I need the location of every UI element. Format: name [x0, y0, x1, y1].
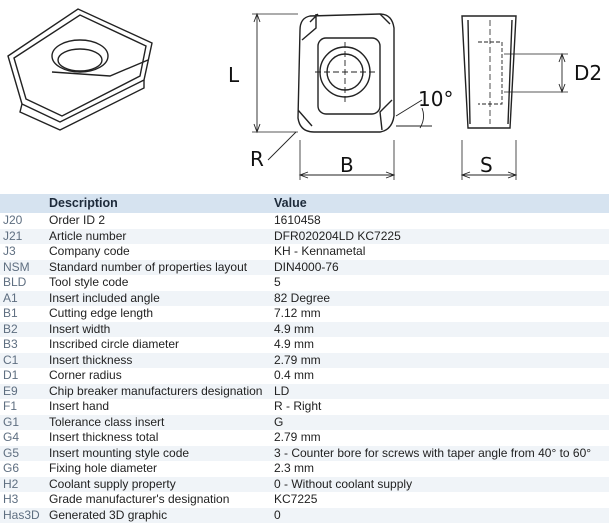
row-description: Article number — [49, 228, 274, 244]
row-value: 0 — [274, 507, 609, 523]
row-value: 7.12 mm — [274, 306, 609, 322]
row-description: Insert mounting style code — [49, 445, 274, 461]
row-description: Fixing hole diameter — [49, 461, 274, 477]
drawing-svg: L R B 10° S D2 — [7, 8, 602, 180]
header-row: Description Value — [0, 194, 609, 213]
label-D2: D2 — [574, 61, 602, 85]
row-description: Standard number of properties layout — [49, 259, 274, 275]
top-view — [252, 12, 432, 180]
row-description: Company code — [49, 244, 274, 260]
row-value: KC7225 — [274, 492, 609, 508]
row-code: G6 — [0, 461, 49, 477]
row-code: J20 — [0, 213, 49, 229]
label-B: B — [340, 153, 354, 177]
row-code: G5 — [0, 445, 49, 461]
row-code: B2 — [0, 321, 49, 337]
row-description: Insert thickness total — [49, 430, 274, 446]
row-value: 3 - Counter bore for screws with taper a… — [274, 445, 609, 461]
row-description: Grade manufacturer's designation — [49, 492, 274, 508]
row-code: B1 — [0, 306, 49, 322]
row-description: Cutting edge length — [49, 306, 274, 322]
row-value: KH - Kennametal — [274, 244, 609, 260]
label-angle: 10° — [418, 87, 453, 111]
row-code: H2 — [0, 476, 49, 492]
row-code: D1 — [0, 368, 49, 384]
label-R: R — [250, 147, 264, 171]
row-code: BLD — [0, 275, 49, 291]
row-value: 0.4 mm — [274, 368, 609, 384]
row-code: G1 — [0, 414, 49, 430]
header-description: Description — [49, 194, 274, 213]
row-value: 82 Degree — [274, 290, 609, 306]
row-description: Order ID 2 — [49, 213, 274, 229]
row-value: 2.79 mm — [274, 430, 609, 446]
row-value: R - Right — [274, 399, 609, 415]
row-description: Insert hand — [49, 399, 274, 415]
isometric-view — [7, 8, 153, 131]
row-code: G4 — [0, 430, 49, 446]
row-code: J3 — [0, 244, 49, 260]
row-description: Coolant supply property — [49, 476, 274, 492]
row-value: G — [274, 414, 609, 430]
row-description: Generated 3D graphic — [49, 507, 274, 523]
side-view — [460, 15, 568, 180]
row-value: DFR020204LD KC7225 — [274, 228, 609, 244]
row-description: Corner radius — [49, 368, 274, 384]
header-value: Value — [274, 194, 609, 213]
row-description: Inscribed circle diameter — [49, 337, 274, 353]
row-value: LD — [274, 383, 609, 399]
row-value: 1610458 — [274, 213, 609, 229]
row-description: Insert width — [49, 321, 274, 337]
header-code — [0, 194, 49, 213]
row-code: F1 — [0, 399, 49, 415]
row-description: Insert thickness — [49, 352, 274, 368]
row-description: Tolerance class insert — [49, 414, 274, 430]
row-code: C1 — [0, 352, 49, 368]
row-description: Tool style code — [49, 275, 274, 291]
row-code: H3 — [0, 492, 49, 508]
row-description: Insert included angle — [49, 290, 274, 306]
row-value: DIN4000-76 — [274, 259, 609, 275]
row-value: 2.79 mm — [274, 352, 609, 368]
row-value: 4.9 mm — [274, 321, 609, 337]
insert-technical-drawing: L R B 10° S D2 — [0, 0, 609, 193]
row-code: NSM — [0, 259, 49, 275]
row-code: E9 — [0, 383, 49, 399]
properties-table-header: Description Value — [0, 194, 609, 213]
row-value: 2.3 mm — [274, 461, 609, 477]
label-L: L — [228, 63, 240, 87]
row-code: J21 — [0, 228, 49, 244]
row-description: Chip breaker manufacturers designation — [49, 383, 274, 399]
row-code: A1 — [0, 290, 49, 306]
row-value: 0 - Without coolant supply — [274, 476, 609, 492]
row-value: 4.9 mm — [274, 337, 609, 353]
row-code: Has3D — [0, 507, 49, 523]
row-code: B3 — [0, 337, 49, 353]
row-value: 5 — [274, 275, 609, 291]
label-S: S — [480, 153, 493, 177]
